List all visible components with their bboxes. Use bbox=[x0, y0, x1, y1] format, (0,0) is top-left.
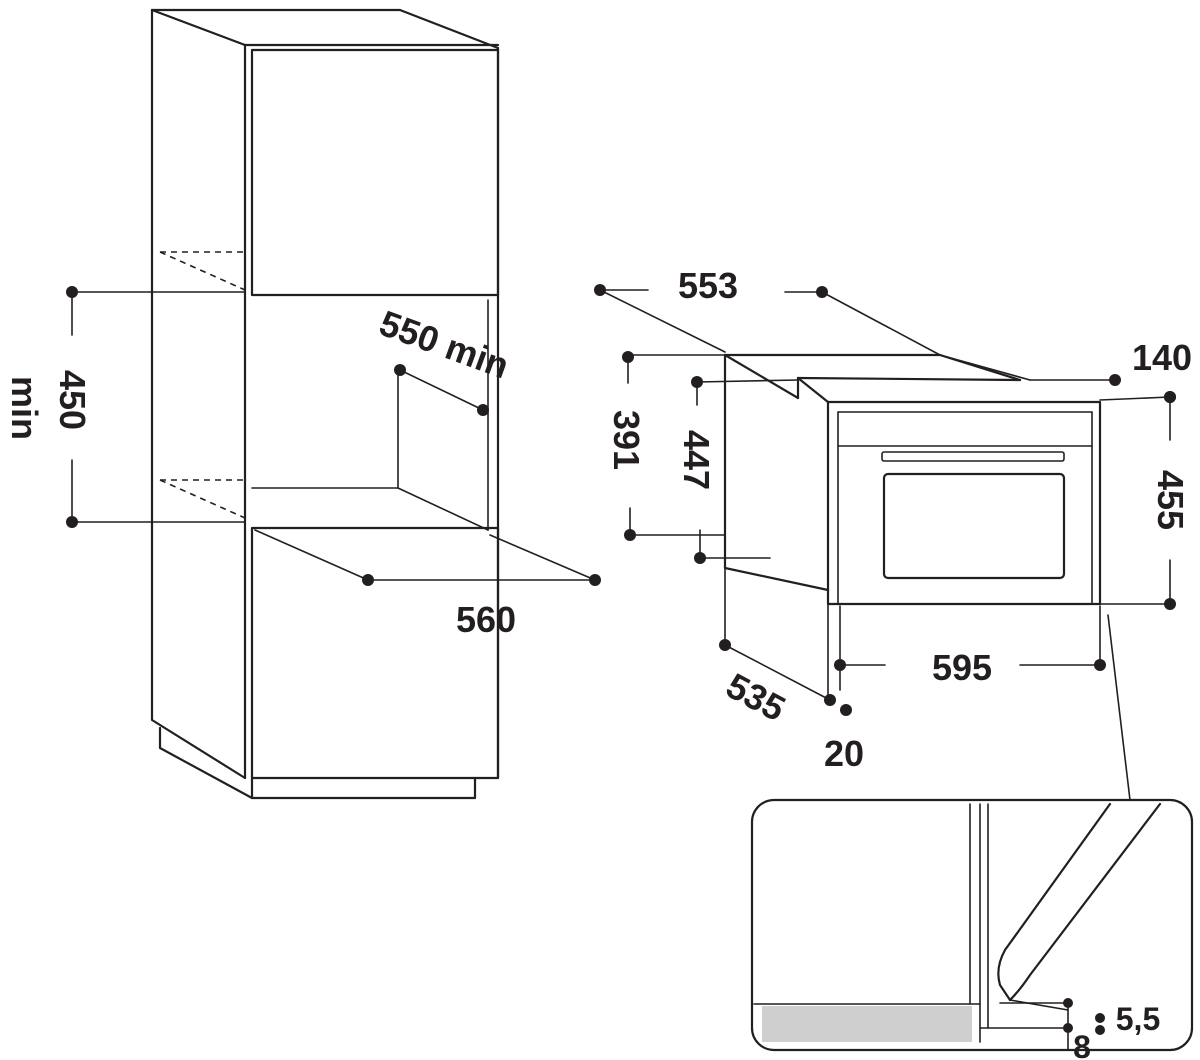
label-oven-total-height: 455 bbox=[1150, 470, 1191, 530]
dimension-oven-cavity-height: 447 bbox=[676, 376, 799, 564]
dimension-oven-front-width: 595 bbox=[834, 605, 1106, 691]
label-oven-front-width: 595 bbox=[932, 647, 992, 688]
label-oven-cavity-height: 447 bbox=[676, 430, 717, 490]
label-oven-rear-depth: 140 bbox=[1132, 337, 1192, 378]
label-niche-width: 560 bbox=[456, 599, 516, 640]
label-min: min bbox=[4, 376, 45, 440]
dimension-niche-height: 450 min bbox=[4, 286, 246, 528]
dimension-niche-width: 560 bbox=[254, 529, 601, 640]
dimension-oven-width-top: 553 bbox=[594, 265, 941, 356]
label-oven-body-height: 391 bbox=[606, 410, 647, 470]
dimension-oven-depth: 535 bbox=[719, 567, 836, 729]
detail-leader-line bbox=[1107, 614, 1131, 801]
dimension-oven-body-height: 391 bbox=[606, 351, 726, 541]
label-niche-height: 450 bbox=[52, 370, 93, 430]
housing-cabinet bbox=[150, 8, 500, 800]
label-oven-width-top: 553 bbox=[678, 265, 738, 306]
worktop-shading bbox=[762, 1006, 972, 1042]
oven-unit bbox=[723, 353, 1102, 606]
dimension-oven-total-height: 455 bbox=[1099, 391, 1191, 610]
dimension-front-offset: 20 bbox=[824, 704, 864, 774]
dimension-niche-depth: 550 min bbox=[374, 302, 514, 416]
dimension-oven-rear-depth: 140 bbox=[939, 337, 1192, 403]
detail-inset: 5,5 8 bbox=[750, 798, 1194, 1060]
label-front-offset: 20 bbox=[824, 733, 864, 774]
label-niche-depth: 550 min bbox=[374, 302, 514, 386]
label-detail-gap-bottom: 8 bbox=[1073, 1029, 1091, 1060]
label-detail-gap-top: 5,5 bbox=[1116, 1001, 1160, 1037]
